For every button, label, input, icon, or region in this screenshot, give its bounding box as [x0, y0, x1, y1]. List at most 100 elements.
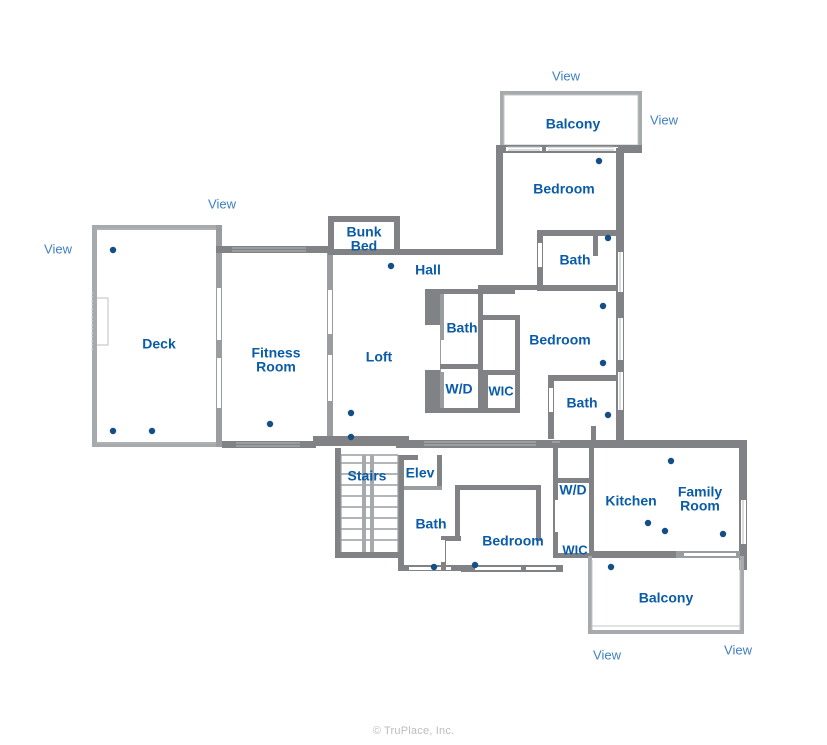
wall-corridor-top [478, 285, 540, 290]
photo-dot-bath-upper[interactable] [604, 234, 612, 242]
wall-bath-lower-right-a [455, 489, 460, 539]
wall-bunkbed-right [394, 216, 400, 254]
wall-wic-left [483, 370, 488, 413]
room-label-bunk-bed: Bunk [347, 224, 382, 240]
copyright-notice: © TruPlace, Inc. [372, 725, 455, 737]
deck-railing [92, 225, 220, 447]
room-label-bedroom-lower: Bedroom [482, 533, 543, 549]
room-label-deck: Deck [142, 336, 176, 352]
wall-group-thick [91, 91, 747, 634]
photo-dot-family-1[interactable] [667, 457, 675, 465]
wall-bunkbed-top [328, 216, 400, 222]
wall-wd-lower-right [589, 448, 594, 482]
wall-corridor-right [515, 315, 520, 373]
wall-hall-vertical [496, 148, 503, 255]
wall-lower-top-left [313, 436, 409, 446]
room-label-fitness-room: Fitness [251, 345, 300, 361]
photo-dot-bath-lower[interactable] [430, 563, 438, 571]
view-label-balcony-br: View [724, 642, 753, 657]
view-label-deck-top: View [208, 196, 237, 211]
wall-fitness-top [216, 246, 332, 253]
photo-dot-bedroom-top[interactable] [595, 157, 603, 165]
door-window-lines [96, 146, 614, 447]
photo-dot-bedroom-mid1[interactable] [599, 302, 607, 310]
view-label-balcony-bottom: View [593, 647, 622, 662]
room-label-wic-lower: WIC [562, 542, 588, 557]
balcony-bottom-railing-inner [591, 560, 741, 630]
wall-wic-bottom [483, 408, 520, 413]
photo-dot-group[interactable] [109, 157, 727, 571]
room-label-bath-right: Bath [566, 395, 597, 411]
stairs-treads [341, 454, 398, 541]
wall-wd-lower-bottom [553, 478, 594, 483]
room-label-balcony-bottom: Balcony [639, 590, 694, 606]
view-label-balcony-right: View [650, 112, 679, 127]
photo-dot-balcony-low[interactable] [607, 563, 615, 571]
wall-wic-top [483, 370, 520, 375]
wall-wic-lower-bottom [553, 553, 594, 558]
wall-bath-upper-stub [593, 230, 598, 256]
photo-dot-deck-3[interactable] [148, 427, 156, 435]
room-label-balcony-top: Balcony [546, 116, 601, 132]
room-label-hall: Hall [415, 262, 441, 278]
view-label-deck-left: View [44, 241, 73, 256]
wall-block-wd-left [425, 370, 443, 410]
room-label-kitchen: Kitchen [605, 493, 656, 509]
wall-elev-bottom [404, 486, 442, 490]
wall-stairs-left [335, 448, 341, 558]
wall-lower-top [396, 440, 746, 448]
wall-kitchen-balcony [594, 551, 678, 558]
wall-bedroom-lower-top [455, 485, 541, 490]
wall-corridor-bottom [478, 315, 520, 320]
wall-stairs-bottom [335, 552, 403, 558]
room-label-bath-lower: Bath [415, 516, 446, 532]
wall-bath-wd-divider [440, 364, 483, 369]
wall-elev-top [398, 455, 418, 460]
photo-dot-deck-2[interactable] [109, 427, 117, 435]
wall-bunkbed-left [328, 216, 334, 254]
room-label-bath-mid: Bath [446, 320, 477, 336]
room-label-wd-lower: W/D [559, 482, 586, 498]
stairs-landing-lines [340, 455, 399, 552]
wall-corridor-left [478, 285, 483, 320]
photo-dot-fitness-1[interactable] [266, 420, 274, 428]
photo-dot-loft-3[interactable] [387, 262, 395, 270]
photo-dot-kitchen-1[interactable] [644, 519, 652, 527]
photo-dot-bedroom-mid2[interactable] [599, 359, 607, 367]
wall-wic-lower-right [589, 478, 594, 558]
photo-dot-family-2[interactable] [719, 530, 727, 538]
wall-elev-right [437, 455, 442, 489]
wall-fitness-loft [327, 253, 333, 441]
room-label-family-room-2: Room [680, 498, 720, 514]
photo-dot-bedroom-low[interactable] [471, 561, 479, 569]
photo-dot-loft-1[interactable] [347, 409, 355, 417]
room-label-bunk-bed-2: Bed [351, 238, 377, 254]
wall-bath-top [425, 289, 515, 294]
wall-bath-right-stub [591, 426, 596, 442]
photo-dot-kitchen-2[interactable] [661, 527, 669, 535]
wall-bath-upper-bottom [537, 285, 617, 291]
room-label-loft: Loft [366, 349, 393, 365]
room-label-group: Deck Fitness Room Loft Bunk Bed Hall Bal… [142, 116, 722, 606]
wall-bath-right [478, 289, 483, 413]
balcony-bottom-railing [588, 556, 744, 634]
room-label-bedroom-mid: Bedroom [529, 332, 590, 348]
room-label-wic-upper: WIC [488, 383, 514, 398]
view-label-balcony-top: View [552, 68, 581, 83]
room-label-family-room: Family [678, 484, 723, 500]
room-label-elev: Elev [406, 465, 435, 481]
wall-stairs-right [398, 455, 404, 565]
view-label-group: View View View View View View [44, 68, 753, 662]
wall-hall-top [394, 249, 502, 255]
deck-notch [97, 297, 109, 346]
wall-bath-right-top [548, 375, 618, 381]
wall-bath-lower-jog [441, 536, 461, 541]
wall-bedroom-lower-right [536, 485, 541, 541]
photo-dot-deck-1[interactable] [109, 246, 117, 254]
photo-dot-loft-2[interactable] [347, 433, 355, 441]
wall-bunkbed-bottom [328, 249, 400, 255]
room-label-bath-upper: Bath [559, 252, 590, 268]
photo-dot-bath-right[interactable] [604, 411, 612, 419]
